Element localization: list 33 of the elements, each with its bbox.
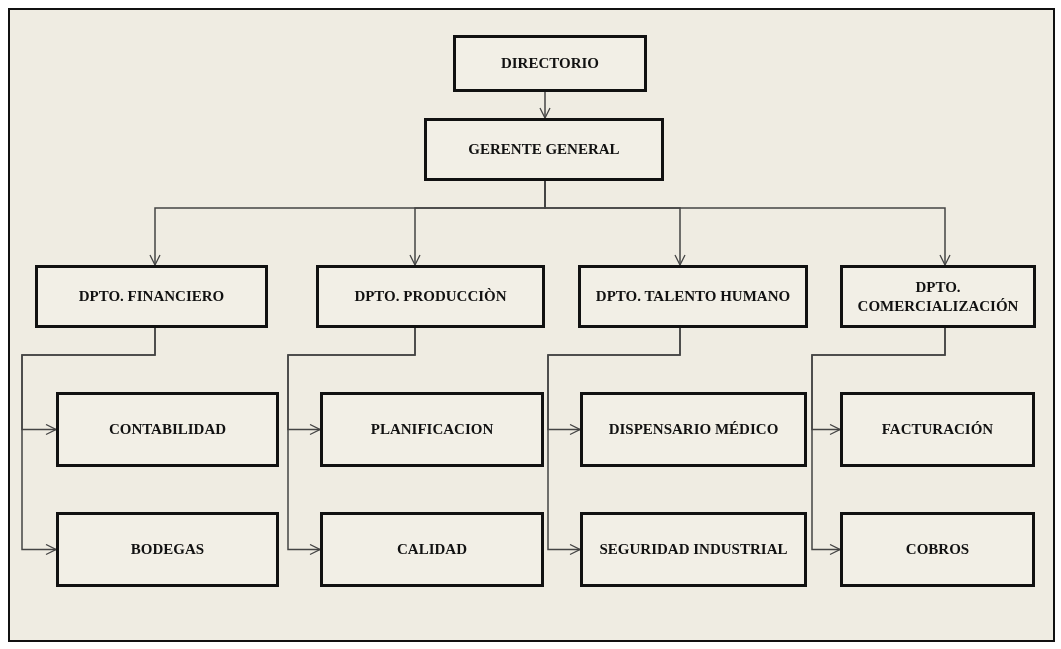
org-box [424, 118, 664, 181]
box-label: DPTO. FINANCIERO [78, 287, 225, 306]
box-label: PLANIFICACION [370, 420, 494, 439]
connector-arrow [539, 91, 551, 119]
org-box [35, 265, 268, 328]
box-label: BODEGAS [130, 540, 205, 559]
box-label: SEGURIDAD INDUSTRIAL [599, 540, 788, 559]
org-box [578, 265, 808, 328]
org-box [840, 512, 1035, 587]
org-box [320, 392, 544, 467]
box-label: DPTO. COMERCIALIZACIÓN [856, 277, 1020, 316]
box-label: DIRECTORIO [500, 54, 600, 73]
org-box [580, 392, 807, 467]
org-box [316, 265, 545, 328]
box-label: CONTABILIDAD [108, 420, 227, 439]
org-box [453, 35, 647, 92]
org-box [56, 392, 279, 467]
connector-arrow [21, 327, 156, 556]
org-box [840, 392, 1035, 467]
box-label: DPTO. TALENTO HUMANO [595, 287, 791, 306]
box-label: DPTO. PRODUCCIÒN [354, 287, 507, 306]
org-box [580, 512, 807, 587]
box-label: FACTURACIÓN [881, 420, 994, 439]
box-label: GERENTE GENERAL [468, 140, 620, 159]
box-label: CALIDAD [397, 540, 467, 559]
org-box [56, 512, 279, 587]
org-box [840, 265, 1036, 328]
box-label: COBROS [905, 540, 970, 559]
org-box [320, 512, 544, 587]
connector-arrow [811, 327, 946, 556]
connector-arrow [547, 327, 681, 556]
box-label: DISPENSARIO MÉDICO [608, 420, 779, 439]
connector-arrow [287, 327, 416, 556]
